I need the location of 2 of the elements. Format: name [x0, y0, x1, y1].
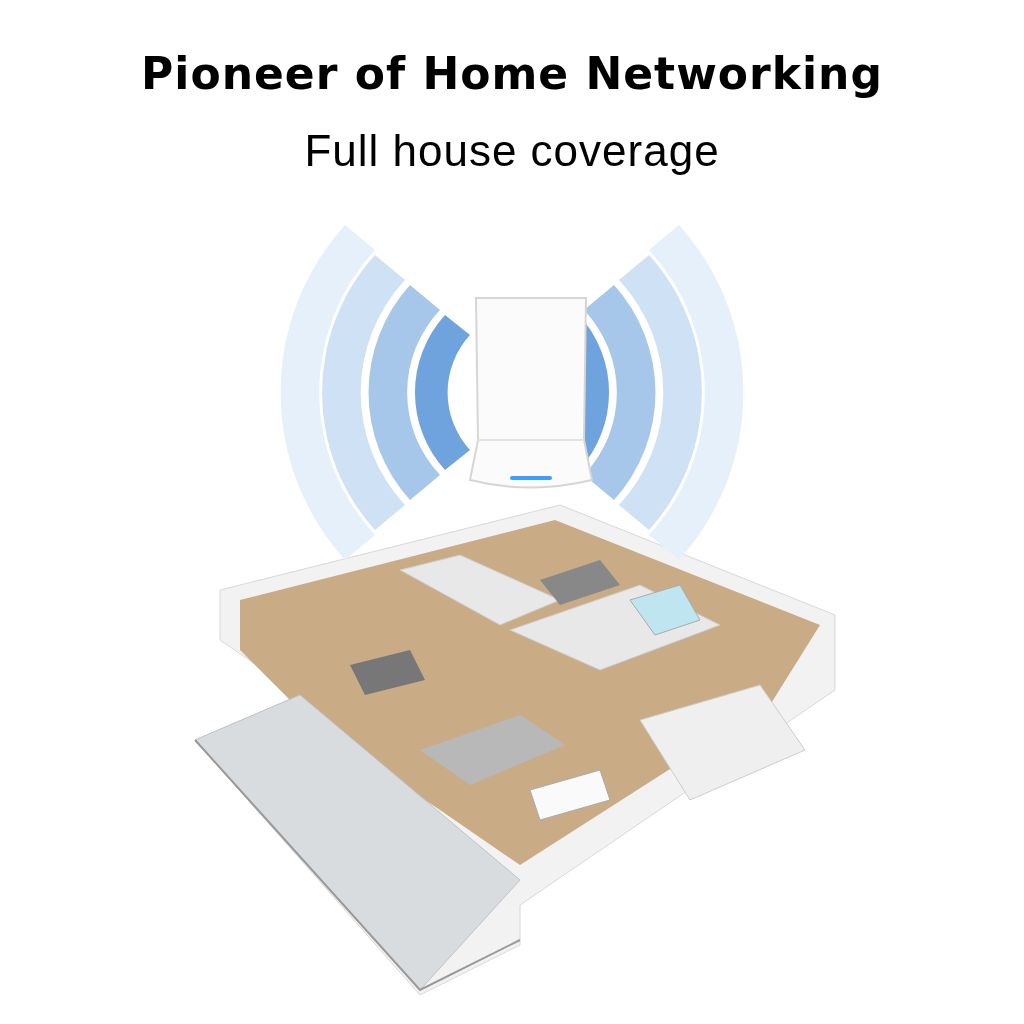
title: Pioneer of Home Networking [140, 48, 884, 99]
subtitle: Full house coverage [303, 126, 721, 176]
